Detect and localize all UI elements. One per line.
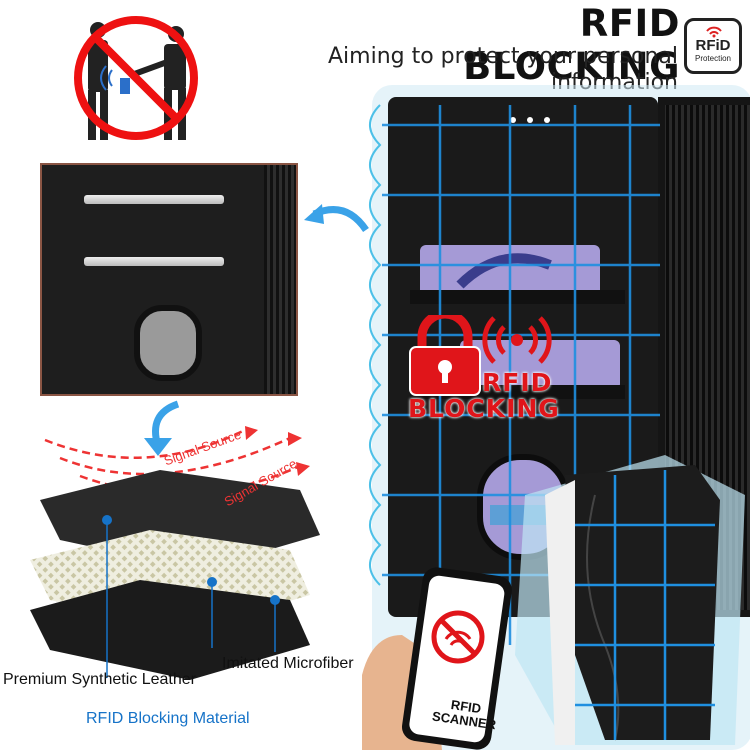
card-2 <box>460 340 620 390</box>
layer-diagram <box>30 426 320 680</box>
id-window <box>134 305 202 381</box>
leather-label: Premium Synthetic Leather <box>3 671 196 688</box>
rfid-blocking-overlay: RFID BLOCKING <box>408 370 568 422</box>
blocking-material-layer <box>30 580 310 680</box>
blocking-material-label: RFID Blocking Material <box>86 710 250 727</box>
red-signal-icon <box>482 316 552 364</box>
thief-illustration <box>74 16 198 140</box>
page-title: RFID BLOCKING <box>463 2 680 88</box>
microfiber-label: Imitated Microfiber <box>222 655 354 672</box>
arrow-icon <box>304 204 369 233</box>
card-slot-1 <box>84 195 224 204</box>
case-front <box>565 465 720 740</box>
rfid-protection-badge: RFiD Protection <box>684 18 742 74</box>
card-slot-detail <box>40 163 298 396</box>
overlay-line2: BLOCKING <box>408 394 560 423</box>
hand-with-phone <box>362 567 512 750</box>
closed-case-illustration <box>515 455 745 745</box>
wifi-signal-icon <box>706 26 722 38</box>
overlay-line1: RFID <box>482 368 553 397</box>
case-grid <box>575 470 715 740</box>
card-slot-2 <box>84 257 224 266</box>
arrow-icon <box>144 400 180 456</box>
badge-sublabel: Protection <box>694 54 732 63</box>
scanner-device <box>120 78 130 94</box>
badge-label: RFiD <box>695 37 731 54</box>
prohibition-icon <box>74 16 198 140</box>
red-lock-icon <box>409 315 481 396</box>
spine-stripes <box>264 165 296 394</box>
